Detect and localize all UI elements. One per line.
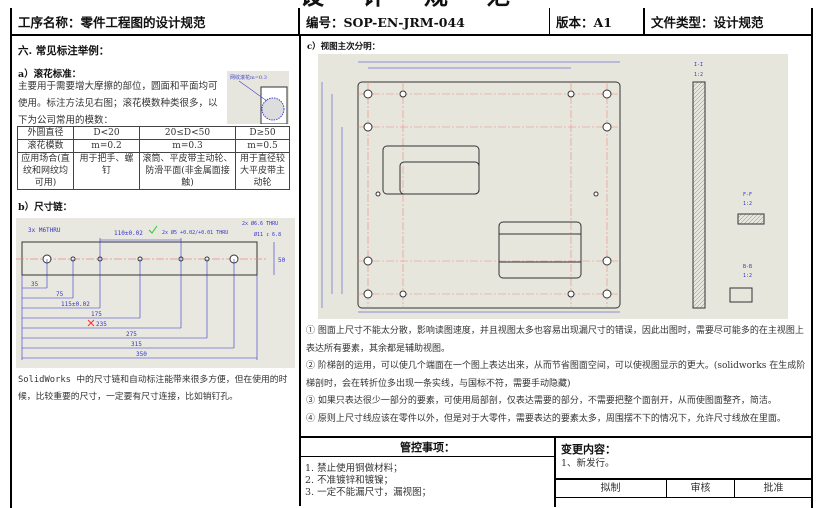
note-4: ④ 原则上尺寸线应该在零件以外，但是对于大零件，需要表达的要素太多，周围摆不下的… <box>306 413 786 424</box>
chain-label: Ø11 ↧ 6.8 <box>254 231 281 238</box>
control-item: 3. 一定不能漏尺寸，漏视图； <box>305 487 432 498</box>
sign-approver: 批准 <box>763 483 784 494</box>
control-list: 1. 禁止使用铜做材料； 2. 不准镀锌和镀镍； 3. 一定不能漏尺寸，漏视图； <box>305 463 431 499</box>
view-label: F-F <box>743 192 752 198</box>
chain-text: SolidWorks 中的尺寸链和自动标注能带来很多方便，但在使用的时候，比较重… <box>18 375 288 402</box>
view-label: 1:2 <box>743 273 752 279</box>
cell: 用于直径较大平皮带主动轮 <box>235 152 290 190</box>
chain-label: 75 <box>56 291 64 298</box>
control-item: 1. 禁止使用铜做材料； <box>305 463 403 474</box>
doc-code: 编号：SOP-EN-JRM-044 <box>300 8 550 36</box>
left-divider <box>299 36 301 506</box>
cell: 应用场合(直纹和网纹均可用) <box>17 152 74 190</box>
view-label: 1:2 <box>694 72 703 78</box>
document-title-fragment: 设计规范 <box>300 0 548 8</box>
chain-label: 110±0.02 <box>114 230 143 237</box>
chain-label: 2x Ø6.6 THRU <box>242 220 278 227</box>
chain-label: 3x M6THRU <box>28 227 61 234</box>
sign-row: 拟制 审核 批准 <box>555 478 812 498</box>
chain-label: 50 <box>278 257 286 264</box>
cell: D<20 <box>73 126 140 140</box>
sign-reviewer: 审核 <box>667 480 735 497</box>
change-item: 1、新发行。 <box>561 458 615 469</box>
cell: 外圆直径 <box>17 126 74 140</box>
chain-label: 115±0.02 <box>61 301 90 308</box>
chain-label: 235 <box>96 321 107 328</box>
doc-version: 版本：A1 <box>550 8 645 36</box>
knurl-title: a）滚花标准： <box>18 69 82 80</box>
sign-drafter: 拟制 <box>555 480 667 497</box>
cell: m=0.5 <box>235 139 290 153</box>
chain-label: 175 <box>91 311 102 318</box>
footer-vdivider <box>554 437 556 507</box>
control-title: 管控事项： <box>301 439 554 457</box>
chain-label: 275 <box>126 331 137 338</box>
view-label: B-B <box>743 264 752 270</box>
note-2: ② 阶梯剖的运用，可以使几个端面在一个图上表达出来，从而节省图面空间，可以使视图… <box>306 361 806 389</box>
knurl-image: 网纹滚花m=0.3 <box>227 71 289 125</box>
section-title: 六. 常见标注举例： <box>18 45 110 57</box>
note-1: ① 图面上尺寸不能太分散，影响读图速度，并且视图太多也容易出现漏尺寸的错误，因此… <box>306 326 804 354</box>
knurl-text: 主要用于需要增大摩擦的部位，圆面和平面均可使用。标注方法见右图；滚花模数种类很多… <box>18 81 218 126</box>
chain-title: b）尺寸链： <box>18 202 73 213</box>
change-title: 变更内容： <box>561 443 616 456</box>
note-3: ③ 如果只表达很少一部分的要素，可使用局部剖，仅表达需要的部分，不需要把整个面剖… <box>306 396 777 406</box>
view-title: c）视图主次分明： <box>307 42 381 52</box>
process-name: 工序名称：零件工程图的设计规范 <box>12 8 300 36</box>
cell: 用于把手、螺钉 <box>73 152 140 190</box>
view-label: 1:2 <box>743 201 752 207</box>
chain-label: 35 <box>31 281 39 288</box>
main-view-drawing: I-I 1:2 F-F 1:2 B-B 1:2 <box>318 54 788 319</box>
notes: ① 图面上尺寸不能太分散，影响读图速度，并且视图太多也容易出现漏尺寸的错误，因此… <box>306 323 806 428</box>
cell: m=0.3 <box>139 139 236 153</box>
doc-type: 文件类型：设计规范 <box>645 8 811 36</box>
cell: 20≤D<50 <box>139 126 236 140</box>
chain-label: 350 <box>136 351 147 358</box>
knurl-label: 网纹滚花m=0.3 <box>230 74 267 81</box>
view-label: I-I <box>694 62 703 68</box>
cell: D≥50 <box>235 126 290 140</box>
control-item: 2. 不准镀锌和镀镍； <box>305 475 394 486</box>
cell: 滚花模数 <box>17 139 74 153</box>
cell: m=0.2 <box>73 139 140 153</box>
cell: 滚筒、平皮带主动轮、防滑平面(非金属面接触) <box>139 152 236 190</box>
footer-divider <box>300 436 812 438</box>
chain-label: 2x Ø5 +0.02/+0.01 THRU <box>162 229 228 236</box>
chain-label: 315 <box>131 341 142 348</box>
dimension-chain-image: 3x M6THRU 110±0.02 2x Ø5 +0.02/+0.01 THR… <box>16 218 295 368</box>
